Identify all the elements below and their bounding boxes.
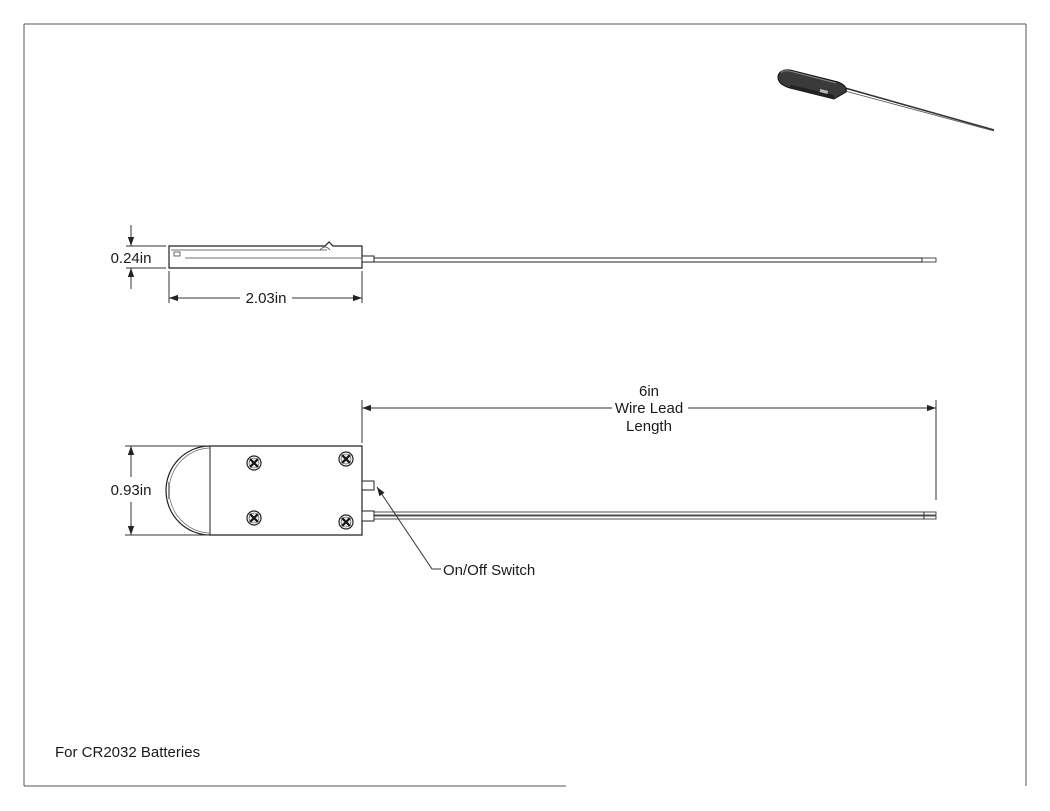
screw-bottom-left [246, 510, 262, 526]
height-dimension-label: 0.24in [111, 250, 152, 267]
drawing-border [23, 23, 1027, 787]
switch-callout-label: On/Off Switch [443, 562, 535, 579]
switch-leader [376, 486, 441, 570]
screw-bottom-right [338, 514, 354, 530]
screw-top-right [338, 451, 354, 467]
isometric-preview [777, 69, 995, 132]
width-dimension [125, 445, 208, 536]
battery-note: For CR2032 Batteries [55, 744, 200, 761]
screw-top-left [246, 455, 262, 471]
lead-length-label-line2: Length [626, 418, 672, 435]
lead-length-label-line1: Wire Lead [615, 400, 683, 417]
lead-length-value: 6in [639, 383, 659, 400]
height-dimension [126, 225, 166, 289]
top-view [165, 445, 937, 536]
width-dimension-label: 0.93in [111, 482, 152, 499]
length-dimension [168, 271, 363, 303]
length-dimension-label: 2.03in [246, 290, 287, 307]
lead-length-dimension [361, 400, 937, 500]
side-view [168, 241, 937, 269]
